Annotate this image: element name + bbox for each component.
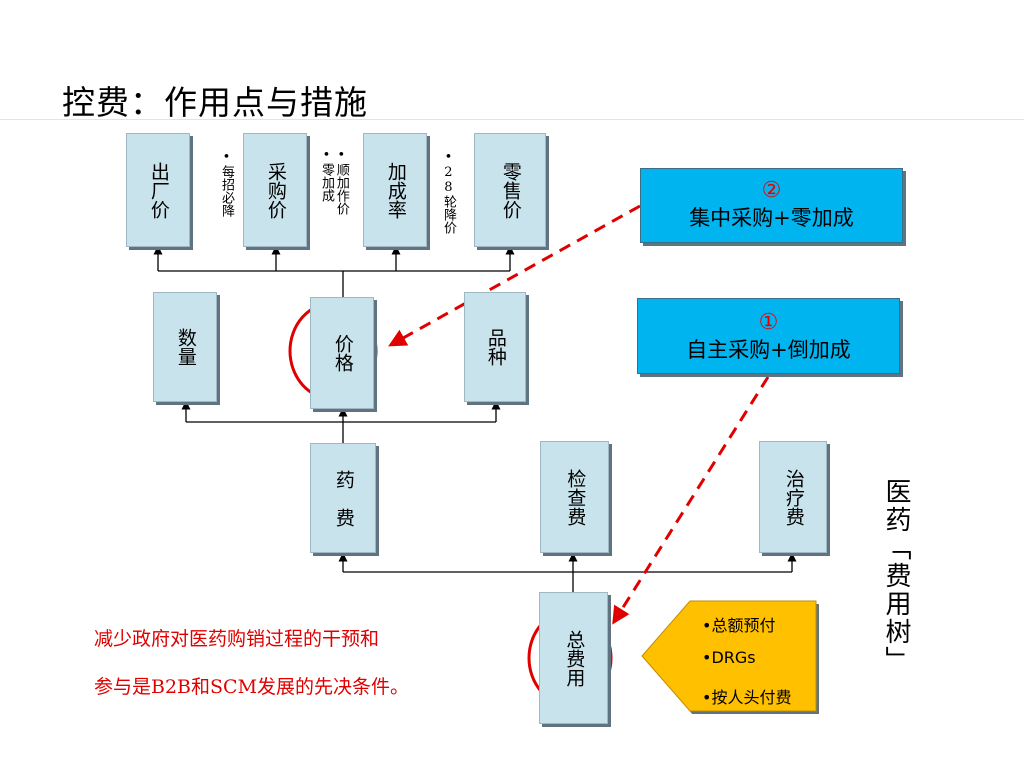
box-quantity: 数量 <box>153 292 217 402</box>
side-label-cost-tree: 医药「费用树」 <box>881 478 911 674</box>
arrow-callout2-to-price <box>388 204 641 347</box>
box-variety: 品种 <box>464 292 526 402</box>
payment-methods-shape <box>641 600 819 714</box>
payment-item-drgs: •DRGs <box>702 648 756 667</box>
callout-1-text: 自主采购+倒加成 <box>686 337 851 362</box>
page-title: 控费：作用点与措施 <box>62 83 368 122</box>
note-zero-markup: •顺加作价 •零加成 <box>318 148 349 215</box>
box-factory-price: 出厂价 <box>126 133 190 247</box>
note-bid-cut: •每招必降 <box>218 150 234 217</box>
payment-item-global-budget: •总额预付 <box>702 616 776 635</box>
payment-item-capitation: •按人头付费 <box>702 688 792 707</box>
box-exam-fee: 检查费 <box>540 441 609 553</box>
callout-2-text: 集中采购+零加成 <box>689 205 854 230</box>
box-retail-price: 零售价 <box>474 133 546 247</box>
box-price: 价格 <box>310 297 374 409</box>
box-purchase-price: 采购价 <box>243 133 307 247</box>
callout-2-number: ② <box>761 178 782 203</box>
box-drug-fee: 药 费 <box>310 443 376 553</box>
conclusion-line-2: 参与是B2B和SCM发展的先决条件。 <box>94 676 410 698</box>
conclusion-line-1: 减少政府对医药购销过程的干预和 <box>94 628 380 650</box>
callout-1-number: ① <box>758 310 779 335</box>
note-price-cut: •28轮降价 <box>440 150 456 234</box>
callout-measure-2: ② 集中采购+零加成 <box>640 168 903 243</box>
arrow-callout1-to-total <box>612 376 770 625</box>
title-divider <box>0 119 1024 120</box>
callout-measure-1: ① 自主采购+倒加成 <box>637 298 900 374</box>
box-markup-rate: 加成率 <box>363 133 427 247</box>
box-total-cost: 总费用 <box>539 592 608 724</box>
box-treat-fee: 治疗费 <box>759 441 827 553</box>
